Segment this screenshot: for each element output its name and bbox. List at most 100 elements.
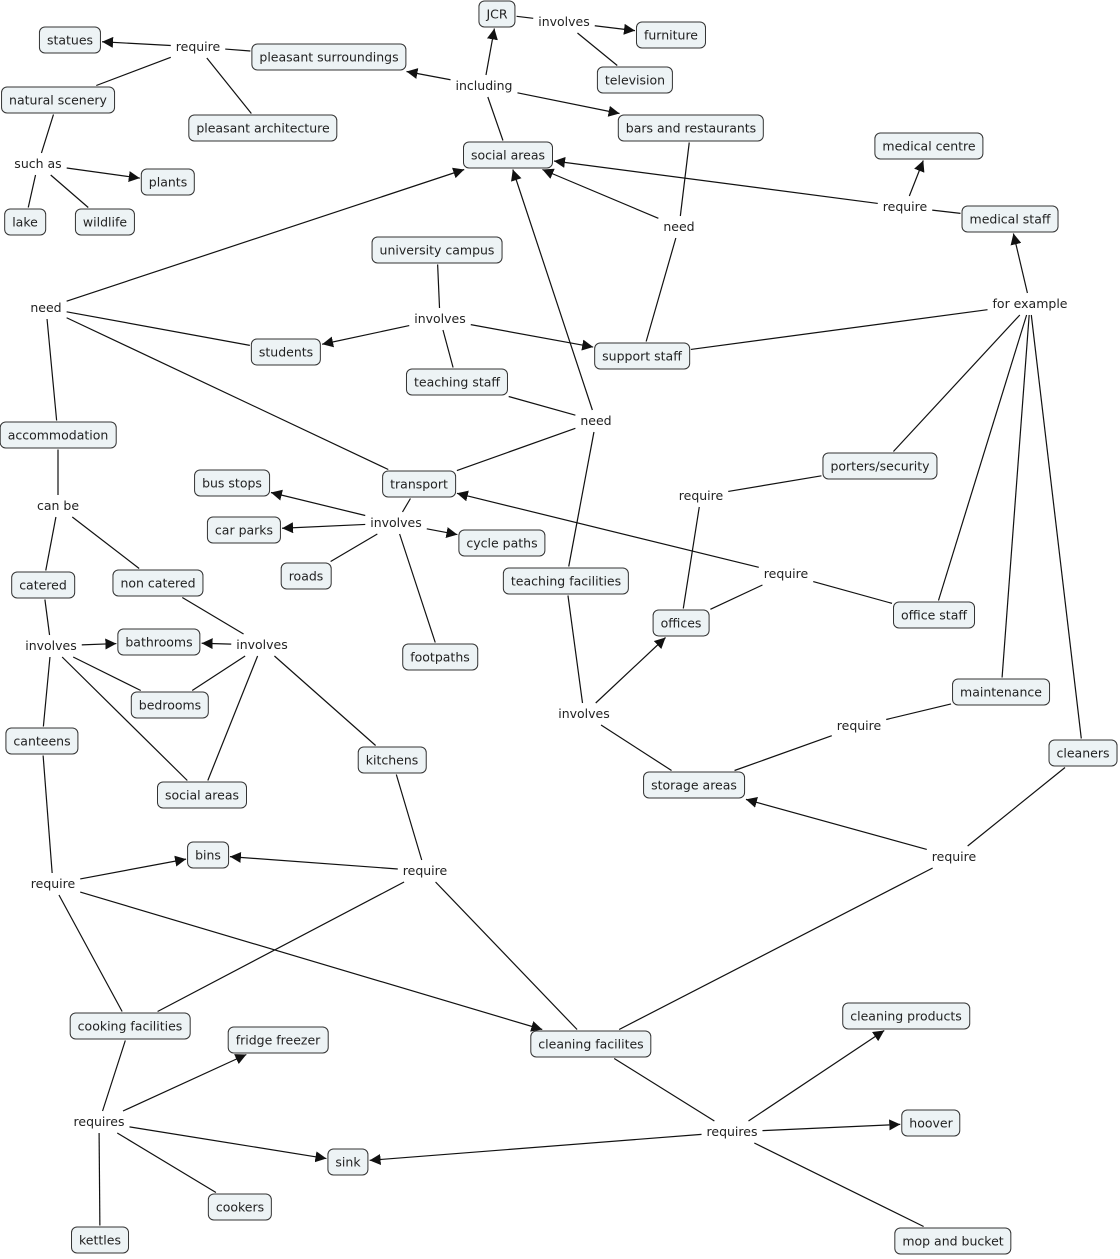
concept-node-social-areas[interactable]: social areas xyxy=(463,141,553,169)
arrow-connector xyxy=(426,527,458,538)
line-connector xyxy=(58,894,123,1012)
concept-node-hoover[interactable]: hoover xyxy=(901,1109,961,1137)
concept-node-medical-staff[interactable]: medical staff xyxy=(961,205,1059,233)
linking-phrase-require: require xyxy=(678,488,724,503)
concept-node-accommodation[interactable]: accommodation xyxy=(0,421,117,449)
linking-phrase-involves: involves xyxy=(370,515,422,530)
arrow-connector xyxy=(66,167,465,302)
linking-phrase-require: require xyxy=(30,876,76,891)
linking-phrase-need: need xyxy=(580,413,612,428)
concept-node-office-staff[interactable]: office staff xyxy=(893,601,975,629)
concept-node-storage-areas[interactable]: storage areas xyxy=(643,771,745,799)
line-connector xyxy=(613,1057,715,1122)
line-connector xyxy=(442,329,454,368)
concept-node-non-catered[interactable]: non catered xyxy=(112,569,204,597)
arrow-connector xyxy=(102,36,171,48)
line-connector xyxy=(116,1132,217,1194)
linking-phrase-involves: involves xyxy=(558,706,610,721)
concept-node-sink[interactable]: sink xyxy=(327,1148,369,1176)
concept-node-television[interactable]: television xyxy=(596,66,674,94)
concept-node-bus-stops[interactable]: bus stops xyxy=(194,469,270,497)
arrow-connector xyxy=(406,68,451,81)
concept-node-teaching-facilities[interactable]: teaching facilities xyxy=(502,567,630,595)
concept-node-plants[interactable]: plants xyxy=(140,168,196,196)
arrow-connector xyxy=(745,797,927,851)
concept-node-kitchens[interactable]: kitchens xyxy=(357,746,427,774)
line-connector xyxy=(1001,314,1030,678)
line-connector xyxy=(274,655,377,746)
line-connector xyxy=(66,311,250,346)
line-connector xyxy=(45,516,57,571)
concept-node-cycle-paths[interactable]: cycle paths xyxy=(458,529,546,557)
line-connector xyxy=(98,1132,101,1226)
concept-node-bars-and-restaurants[interactable]: bars and restaurants xyxy=(617,114,765,142)
concept-node-offices[interactable]: offices xyxy=(652,609,710,637)
arrow-connector xyxy=(122,1053,247,1112)
concept-node-bathrooms[interactable]: bathrooms xyxy=(117,628,201,656)
concept-node-cleaning-facilites[interactable]: cleaning facilites xyxy=(530,1030,652,1058)
line-connector xyxy=(734,735,832,772)
concept-node-cleaning-products[interactable]: cleaning products xyxy=(842,1002,970,1030)
line-connector xyxy=(710,584,763,610)
line-connector xyxy=(577,32,618,66)
concept-node-footpaths[interactable]: footpaths xyxy=(402,643,478,671)
concept-node-kettles[interactable]: kettles xyxy=(71,1226,129,1254)
linking-phrase-involves: involves xyxy=(25,638,77,653)
linking-phrase-such-as: such as xyxy=(14,156,62,171)
linking-phrase-for-example: for example xyxy=(992,296,1068,311)
linking-phrase-require: require xyxy=(882,199,928,214)
concept-node-canteens[interactable]: canteens xyxy=(5,727,79,755)
line-connector xyxy=(61,656,188,781)
concept-node-mop-and-bucket[interactable]: mop and bucket xyxy=(894,1227,1012,1255)
arrow-connector xyxy=(594,23,636,35)
concept-node-cooking-facilities[interactable]: cooking facilities xyxy=(69,1012,191,1040)
concept-node-social-areas[interactable]: social areas xyxy=(157,781,247,809)
concept-node-statues[interactable]: statues xyxy=(38,26,102,54)
linking-phrase-require: require xyxy=(763,566,809,581)
line-connector xyxy=(157,881,405,1013)
line-connector xyxy=(401,498,411,513)
line-connector xyxy=(330,533,378,563)
line-connector xyxy=(46,318,58,421)
arrow-connector xyxy=(517,92,620,117)
arrow-connector xyxy=(322,325,410,348)
line-connector xyxy=(96,56,171,87)
concept-node-car-parks[interactable]: car parks xyxy=(206,516,282,544)
concept-node-porters-security[interactable]: porters/security xyxy=(822,452,938,480)
concept-node-furniture[interactable]: furniture xyxy=(635,21,707,49)
line-connector xyxy=(40,114,55,154)
line-connector xyxy=(892,314,1021,452)
line-connector xyxy=(937,314,1028,601)
arrow-connector xyxy=(553,157,878,205)
linking-phrase-involves: involves xyxy=(538,14,590,29)
line-connector xyxy=(191,655,246,692)
line-connector xyxy=(182,596,244,635)
line-connector xyxy=(101,1040,126,1112)
concept-node-teaching-staff[interactable]: teaching staff xyxy=(405,368,509,396)
concept-node-cleaners[interactable]: cleaners xyxy=(1048,739,1118,767)
concept-node-cookers[interactable]: cookers xyxy=(207,1193,273,1221)
concept-node-catered[interactable]: catered xyxy=(11,571,75,599)
concept-node-fridge-freezer[interactable]: fridge freezer xyxy=(227,1026,329,1054)
concept-node-roads[interactable]: roads xyxy=(280,562,332,590)
concept-node-medical-centre[interactable]: medical centre xyxy=(874,132,984,160)
line-connector xyxy=(487,96,504,141)
concept-node-natural-scenery[interactable]: natural scenery xyxy=(1,86,115,114)
arrow-connector xyxy=(81,638,117,650)
concept-node-students[interactable]: students xyxy=(250,338,322,366)
concept-node-support-staff[interactable]: support staff xyxy=(594,342,690,370)
concept-node-jcr[interactable]: JCR xyxy=(478,0,516,28)
concept-node-wildlife[interactable]: wildlife xyxy=(74,208,136,236)
concept-node-bedrooms[interactable]: bedrooms xyxy=(130,691,210,719)
concept-node-transport[interactable]: transport xyxy=(382,470,456,498)
line-connector xyxy=(72,656,142,692)
concept-node-university-campus[interactable]: university campus xyxy=(371,236,503,264)
concept-node-lake[interactable]: lake xyxy=(4,208,46,236)
line-connector xyxy=(206,57,252,114)
arrow-connector xyxy=(80,855,187,880)
concept-node-maintenance[interactable]: maintenance xyxy=(952,678,1050,706)
line-connector xyxy=(568,431,595,567)
concept-node-bins[interactable]: bins xyxy=(187,841,229,869)
concept-node-pleasant-architecture[interactable]: pleasant architecture xyxy=(188,114,338,142)
concept-node-pleasant-surroundings[interactable]: pleasant surroundings xyxy=(251,43,407,71)
